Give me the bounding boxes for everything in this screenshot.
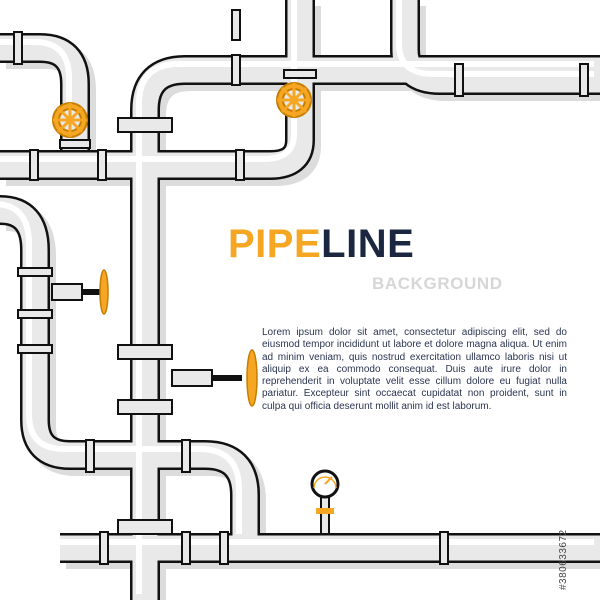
title-part-pipe: PIPE <box>228 222 322 266</box>
body-paragraph: Lorem ipsum dolor sit amet, consectetur … <box>262 327 567 412</box>
title-block: PIPELINE <box>228 222 588 266</box>
valve-wheel-icon <box>51 269 109 315</box>
page-subtitle: BACKGROUND <box>372 274 503 293</box>
valve-wheel-icon <box>52 102 88 138</box>
page-title: PIPELINE <box>228 222 588 266</box>
valve-wheel-icon <box>276 82 312 118</box>
pressure-gauge-icon <box>310 469 340 535</box>
stock-id-watermark: #380633672 <box>558 529 569 590</box>
valve-wheel-icon <box>171 349 258 407</box>
title-part-line: LINE <box>321 222 415 266</box>
